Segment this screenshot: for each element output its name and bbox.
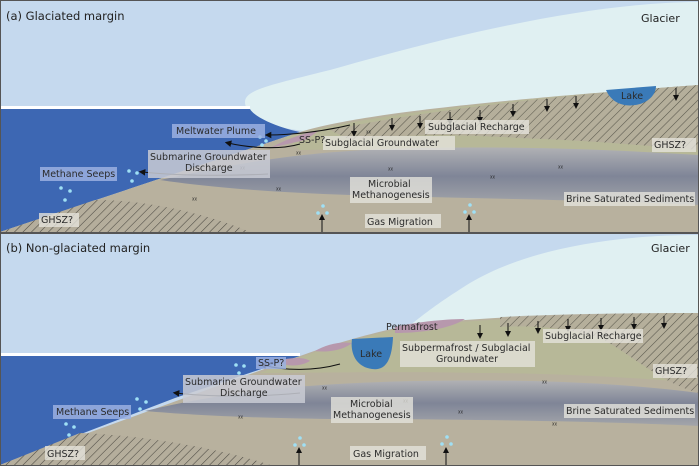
label-microbial-line2: Methanogenesis [333, 410, 411, 421]
label-subpermafrost-line2: Groundwater [436, 354, 498, 365]
label-brine: Brine Saturated Sediments [566, 194, 694, 205]
label-sgd-line1: Submarine Groundwater [150, 152, 267, 163]
label-ss-p: SS-P? [299, 135, 325, 146]
svg-text:ᵡᵡ: ᵡᵡ [388, 166, 394, 174]
label-bg [350, 446, 426, 460]
label-bg [183, 375, 305, 403]
label-bg [45, 446, 85, 460]
label-gas-migration: Gas Migration [353, 449, 419, 460]
sea-surface [0, 353, 300, 356]
label-lake: Lake [360, 349, 382, 360]
label-bg [40, 167, 117, 181]
ssp-arrow [224, 140, 301, 149]
svg-text:ᵡᵡ: ᵡᵡ [192, 196, 198, 204]
sspermafrost-sliver [270, 130, 320, 148]
lake [606, 86, 656, 106]
label-bg [331, 397, 413, 423]
label-subglacial-recharge: Subglacial Recharge [545, 331, 642, 342]
label-brine: Brine Saturated Sediments [566, 406, 694, 417]
label-ghsz-left: GHSZ? [47, 449, 79, 460]
svg-text:ᵡᵡ: ᵡᵡ [322, 385, 328, 393]
label-subpermafrost-line1: Subpermafrost / Subglacial [402, 343, 530, 354]
label-bg [564, 404, 695, 418]
label-subglacial-groundwater: Subglacial Groundwater [325, 138, 439, 149]
label-bg [323, 136, 455, 150]
label-bg [53, 405, 131, 419]
label-sgd-line2: Discharge [185, 163, 233, 174]
label-bg [256, 357, 286, 369]
label-lake: Lake [621, 91, 643, 102]
glacier-ice [410, 235, 699, 325]
label-ghsz-right: GHSZ? [655, 366, 687, 377]
label-sgd-line2: Discharge [220, 388, 268, 399]
svg-text:ᵡᵡ: ᵡᵡ [490, 174, 496, 182]
recharge-arrows [351, 88, 679, 137]
methane-bubbles [64, 363, 453, 447]
svg-text:ᵡᵡ: ᵡᵡ [366, 129, 372, 137]
brine-layer [160, 147, 699, 205]
label-ss-p: SS-P? [258, 358, 284, 369]
recharge-arrows [477, 316, 667, 339]
ocean [0, 356, 300, 465]
label-ghsz-right: GHSZ? [654, 140, 686, 151]
svg-text:ᵡᵡ: ᵡᵡ [276, 186, 282, 194]
svg-text:ᵡᵡ: ᵡᵡ [296, 150, 302, 158]
svg-text:ᵡᵡ: ᵡᵡ [238, 414, 244, 422]
label-bg [653, 364, 697, 378]
label-bg [564, 192, 695, 206]
label-meltwater-plume: Meltwater Plume [176, 126, 256, 137]
label-microbial-line1: Microbial [350, 399, 393, 410]
label-bg [39, 213, 79, 227]
svg-text:ᵡᵡ: ᵡᵡ [458, 409, 464, 417]
svg-text:ᵡᵡ: ᵡᵡ [558, 164, 564, 172]
label-bg [148, 150, 270, 178]
label-subglacial-recharge: Subglacial Recharge [428, 122, 525, 133]
label-glacier: Glacier [641, 12, 680, 25]
svg-text:ᵡᵡ: ᵡᵡ [542, 379, 548, 387]
label-bg [350, 177, 432, 203]
gas-arrows [319, 214, 472, 232]
label-permafrost: Permafrost [386, 322, 438, 333]
svg-text:ᵡᵡ: ᵡᵡ [552, 421, 558, 429]
permafrost-patch [315, 342, 352, 352]
sea-surface [0, 106, 250, 109]
label-methane-seeps: Methane Seeps [42, 169, 115, 180]
label-bg [425, 120, 529, 134]
label-ghsz-left: GHSZ? [41, 215, 73, 226]
label-bg [172, 124, 265, 138]
panel-title: (a) Glaciated margin [6, 9, 125, 23]
hatch-ghsz-upper [330, 85, 699, 150]
hatch-ghsz-upper [500, 313, 699, 393]
label-glacier: Glacier [651, 242, 690, 255]
label-microbial-line1: Microbial [368, 179, 411, 190]
label-bg [365, 214, 441, 228]
panel-title: (b) Non-glaciated margin [6, 241, 150, 255]
label-bg [543, 329, 643, 343]
label-methane-seeps: Methane Seeps [56, 407, 129, 418]
plume-arrow [264, 124, 351, 139]
lake [351, 337, 393, 370]
label-bg [652, 138, 696, 152]
label-microbial-line2: Methanogenesis [352, 190, 430, 201]
permafrost-patch [395, 319, 465, 333]
label-gas-migration: Gas Migration [367, 217, 433, 228]
label-bg [400, 341, 535, 367]
label-sgd-line1: Submarine Groundwater [185, 377, 302, 388]
gas-arrows [296, 447, 449, 465]
